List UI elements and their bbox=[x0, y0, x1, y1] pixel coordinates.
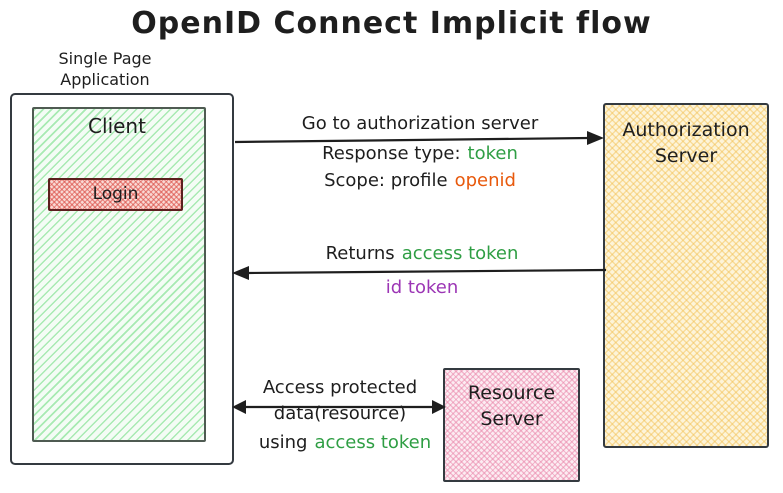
using-value: access token bbox=[314, 432, 432, 453]
resource-server-box: Resource Server bbox=[443, 368, 580, 482]
scope-value: openid bbox=[454, 170, 516, 191]
response-type-prefix: Response type: bbox=[322, 143, 461, 164]
arrow-returns-tokens bbox=[232, 266, 606, 280]
flow1-scope: Scope: profile openid bbox=[237, 170, 603, 191]
arrow-go-to-auth-server bbox=[234, 131, 604, 145]
spa-caption: Single Page Application bbox=[58, 49, 152, 89]
arrow-access-protected-data bbox=[232, 400, 446, 414]
authorization-server-label: Authorization Server bbox=[622, 119, 750, 167]
flow3-line2: data(resource) bbox=[273, 403, 407, 424]
flow3-line1: Access protected bbox=[262, 377, 418, 398]
client-label: Client bbox=[88, 114, 146, 138]
diagram-title: OpenID Connect Implicit flow bbox=[131, 6, 652, 41]
flow1-title: Go to authorization server bbox=[301, 113, 539, 134]
client-box bbox=[32, 107, 206, 442]
response-type-value: token bbox=[467, 143, 518, 164]
flow2-id-token: id token bbox=[385, 277, 459, 298]
returns-value: access token bbox=[401, 243, 519, 264]
flow2-label: Returns access token bbox=[237, 243, 607, 264]
authorization-server-box: Authorization Server bbox=[603, 103, 769, 448]
using-prefix: using bbox=[258, 432, 308, 453]
flow3-line3: using access token bbox=[240, 432, 450, 453]
scope-prefix: Scope: profile bbox=[324, 170, 448, 191]
returns-prefix: Returns bbox=[325, 243, 395, 264]
resource-server-label: Resource Server bbox=[467, 382, 556, 430]
login-button: Login bbox=[48, 178, 183, 211]
flow1-response-type: Response type: token bbox=[237, 143, 603, 164]
